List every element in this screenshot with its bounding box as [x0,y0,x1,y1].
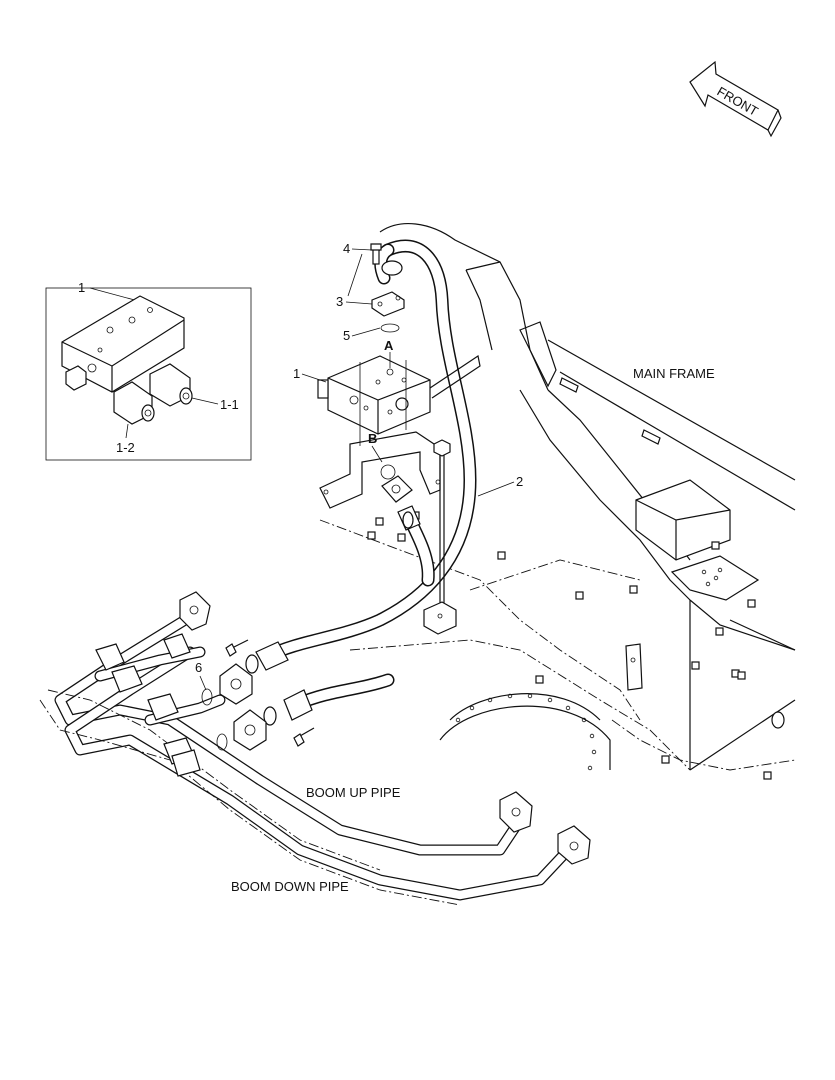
valve-detail-inset: 1 1-1 1-2 [45,280,252,461]
inset-callout-1: 1 [78,280,85,295]
callout-6: 6 [195,660,202,675]
top-flange-assembly [370,243,405,333]
valve-block [317,355,481,509]
lower-hose [263,513,435,726]
pipe-flanges-left [95,591,211,777]
main-frame-label: MAIN FRAME [633,366,715,381]
boom-pipes [39,606,576,906]
inset-callout-1-2: 1-2 [116,440,135,455]
port-a-label: A [384,338,394,353]
boom-down-pipe-label: BOOM DOWN PIPE [231,879,349,894]
boom-up-pipe-label: BOOM UP PIPE [306,785,401,800]
hydraulic-hose [245,239,477,674]
callout-5: 5 [343,328,350,343]
split-flange-fittings [201,639,315,751]
main-frame-structure [319,222,796,771]
callout-4: 4 [343,241,350,256]
front-arrow-icon: FRONT [689,60,782,138]
valve-flange-fittings [381,439,457,635]
callout-3: 3 [336,294,343,309]
callout-1: 1 [293,366,300,381]
pipe-flanges-right [499,791,591,865]
callout-2: 2 [516,474,523,489]
inset-callout-1-1: 1-1 [220,397,239,412]
port-b-label: B [368,431,377,446]
